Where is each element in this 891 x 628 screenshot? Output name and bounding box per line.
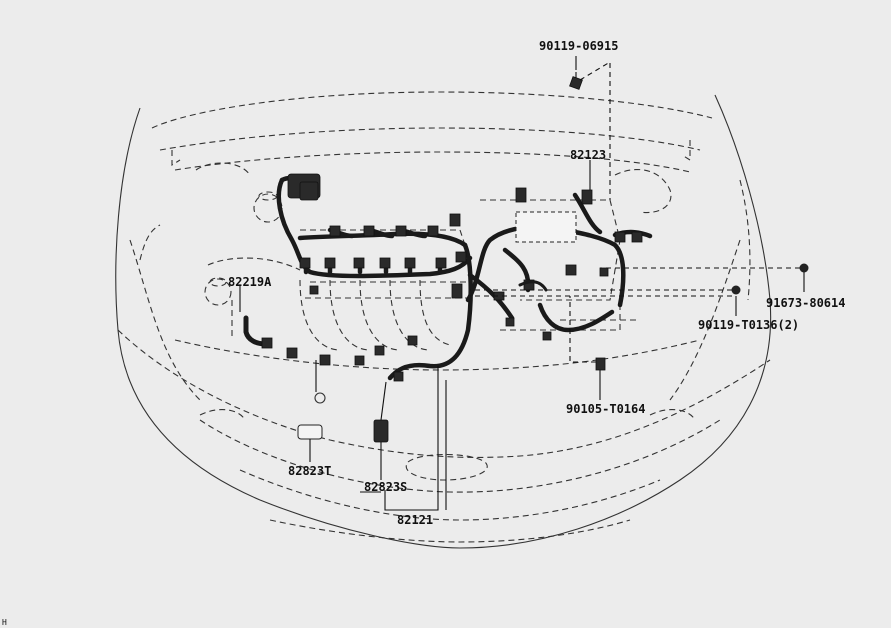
plug-82823s — [373, 381, 389, 480]
label-harness-main: 82121 — [397, 513, 433, 527]
label-sensor-left: 82219A — [228, 275, 272, 289]
label-plug-left: 82823T — [288, 464, 331, 478]
connectors — [286, 173, 643, 382]
bolt-90105-t0164 — [569, 296, 606, 400]
sensor-82219a — [239, 286, 273, 349]
label-bolt-right: 91673-80614 — [766, 296, 845, 310]
bolt-90119-06915 — [569, 56, 611, 200]
label-bolt-top: 90119-06915 — [539, 39, 618, 53]
label-bolt-right-lower: 90119-T0136(2) — [698, 318, 799, 332]
label-bolt-bottom: 90105-T0164 — [566, 402, 645, 416]
plug-82823t — [297, 360, 326, 462]
car-body-outline — [115, 91, 772, 549]
footer-mark: H — [2, 618, 7, 627]
label-plug-mid: 82823S — [364, 480, 407, 494]
bolt-91673-80614 — [600, 263, 809, 292]
label-harness-right: 82123 — [570, 148, 606, 162]
bolt-90119-t0136 — [470, 285, 741, 316]
leader-lines — [360, 160, 591, 511]
main-wire-harness — [276, 175, 653, 381]
